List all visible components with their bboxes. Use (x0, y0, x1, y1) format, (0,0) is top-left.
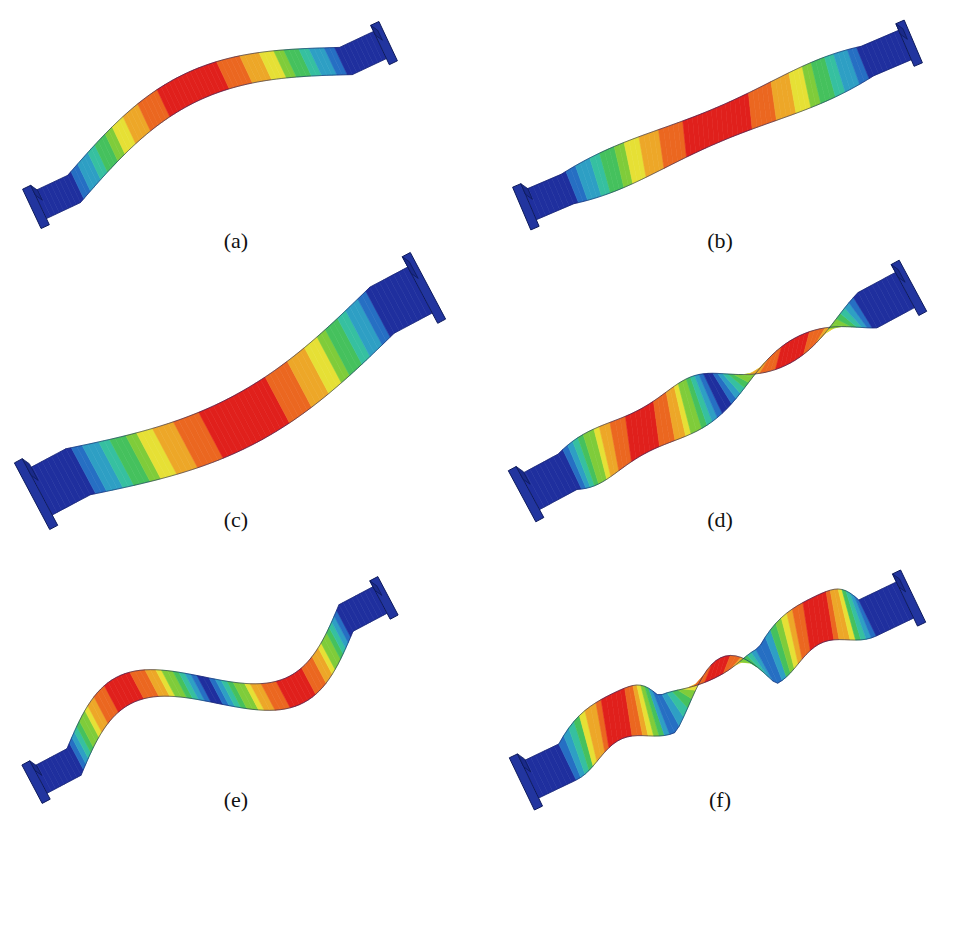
end-clamp (14, 459, 57, 530)
beam-edge (521, 272, 896, 474)
end-clamp (891, 260, 927, 315)
beam-mode-shape (509, 570, 925, 810)
end-clamp (371, 22, 398, 65)
clamp-flange (370, 581, 382, 596)
clamp-flange (22, 459, 38, 481)
beam-edge (34, 31, 374, 191)
end-clamp (370, 577, 398, 620)
beam-edge (539, 618, 914, 798)
clamp-flange (30, 761, 42, 776)
beam-edge (52, 313, 432, 515)
panel-label: (c) (224, 507, 248, 533)
end-clamp (508, 467, 544, 522)
panel-label: (e) (224, 787, 248, 813)
beam-edge (524, 30, 899, 190)
beam-edge (47, 613, 387, 793)
clamp-flange (402, 257, 418, 279)
end-clamp (402, 253, 445, 324)
panel-label: (d) (707, 507, 733, 533)
beam-edge (33, 587, 373, 767)
panel-label: (a) (224, 228, 248, 254)
clamp-flange (521, 184, 533, 200)
end-clamp (23, 185, 50, 228)
end-clamp (893, 570, 926, 626)
clamp-flange (518, 754, 531, 772)
beam-mode-shape (22, 577, 398, 804)
clamp-flange (31, 185, 43, 200)
end-clamp (896, 20, 923, 66)
beam-edge (28, 267, 408, 469)
beam-edge (46, 59, 386, 219)
panel-label: (b) (707, 228, 733, 254)
beam-edge (536, 60, 911, 220)
beam-mode-shape (508, 260, 926, 522)
end-clamp (22, 761, 50, 804)
beam-edge (521, 582, 896, 762)
beam-mode-shape (14, 253, 445, 530)
beam-mode-shape (513, 20, 923, 230)
clamp-flange (371, 25, 383, 40)
clamp-flange (893, 574, 906, 592)
end-clamp (513, 184, 540, 230)
clamp-flange (516, 467, 530, 485)
beam-mode-shape (23, 22, 398, 229)
panel-label: (f) (709, 787, 731, 813)
clamp-flange (891, 265, 905, 283)
beam-edge (539, 308, 914, 510)
end-clamp (509, 754, 542, 810)
clamp-flange (896, 24, 908, 40)
